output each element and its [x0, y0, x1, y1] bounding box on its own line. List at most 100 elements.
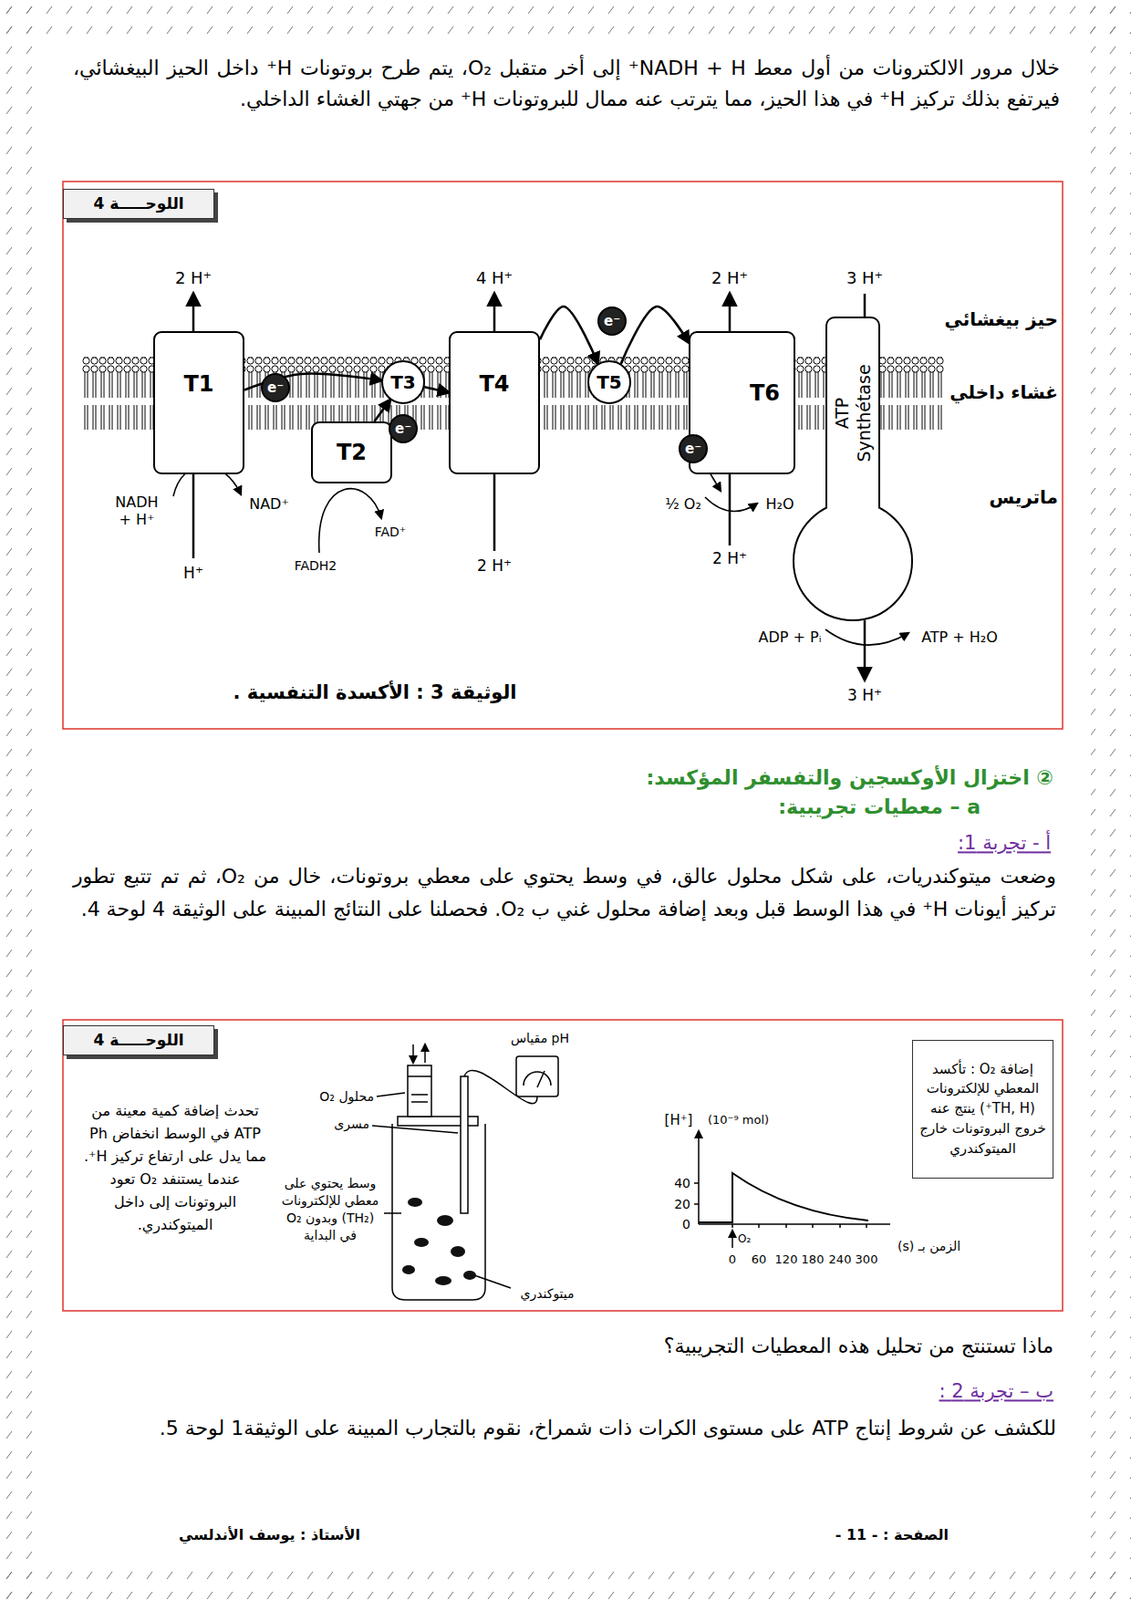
page-border-part — [0, 0, 1131, 41]
page-border-part — [1090, 0, 1131, 1600]
graph-axes-part — [694, 1182, 699, 1184]
note-box: إضافة O₂ : تأكسد المعطي للإلكترونات (TH,… — [912, 1039, 1054, 1179]
axis-title: [H⁺] — [664, 1111, 694, 1129]
atp-synthase: ATP Synthétase — [825, 316, 881, 509]
reaction-arrow-part — [825, 629, 909, 645]
note-text: تحدث إضافة كمية معينة من ATP في الوسط ان… — [78, 1099, 272, 1236]
plate-frame-part — [62, 1019, 1063, 1311]
plate-frame-part — [62, 181, 1063, 729]
node-text: T1 — [183, 371, 214, 398]
product-label: ATP + H₂O — [921, 628, 998, 646]
experiment-apparatus — [372, 1044, 559, 1300]
section-heading: ② اختزال الأوكسجين والتفسفر المؤكسد: — [645, 766, 1054, 790]
plate-label: اللوحـــــة 4 — [62, 188, 215, 219]
graph-axes-part — [694, 1203, 699, 1205]
page-border-part — [0, 1559, 1131, 1600]
electron-marker: e⁻ — [388, 414, 418, 444]
tick-label: 40 — [674, 1175, 691, 1192]
proton-label: 2 H⁺ — [477, 556, 512, 575]
node-text: اللوحـــــة 4 — [93, 1030, 184, 1049]
experiment-apparatus-part — [412, 1044, 415, 1063]
node-text: e⁻ — [603, 312, 621, 330]
proton-arrow — [193, 293, 865, 680]
page-border-part — [0, 0, 41, 1600]
proton-arrow-part — [863, 293, 867, 320]
graph-axes-part — [698, 1223, 891, 1225]
paragraph: وضعت ميتوكندريات، على شكل محلول عالق، في… — [72, 860, 1057, 926]
node-text: e⁻ — [267, 379, 284, 396]
node-text: T6 — [749, 380, 780, 407]
reaction-arrow-part — [319, 488, 382, 553]
node-text: ATP Synthétase — [830, 353, 875, 473]
graph-axes-part — [839, 1224, 841, 1228]
product-label: FAD⁺ — [374, 524, 407, 540]
protein-complex: T4 — [448, 331, 540, 475]
mitochondrion-part — [407, 1197, 423, 1207]
mitochondrion-part — [402, 1265, 416, 1275]
reaction-arrow-part — [705, 497, 758, 512]
tick-label: 240 — [829, 1252, 852, 1267]
reactant-label: FADH2 — [294, 558, 338, 574]
proton-label: 3 H⁺ — [846, 268, 883, 289]
atp-synthase-head-part — [793, 501, 913, 621]
proton-label: 4 H⁺ — [476, 268, 513, 289]
graph-axes-part — [731, 1230, 734, 1248]
tick-label: 180 — [801, 1252, 825, 1267]
experiment-apparatus-part — [464, 1069, 538, 1103]
graph-curve — [698, 1172, 869, 1223]
mitochondrion-part — [463, 1270, 477, 1280]
node-text: T4 — [478, 371, 509, 398]
electron-marker: e⁻ — [260, 373, 291, 403]
experiment-heading: ب – تجربة 2 : — [938, 1380, 1054, 1403]
electron-marker: e⁻ — [597, 306, 627, 336]
graph-axes-part — [697, 1131, 700, 1225]
product-label: NAD⁺ — [249, 495, 290, 513]
apparatus-label: وسط يحتوي على معطي للإلكترونات (TH₂) وبد… — [279, 1174, 382, 1245]
atp-synthase-head — [793, 501, 913, 621]
mitochondrion-part — [450, 1245, 466, 1257]
node-text: اللوحـــــة 4 — [93, 194, 184, 213]
tick-label: 120 — [775, 1252, 799, 1267]
plate-frame — [62, 181, 1063, 1311]
apparatus-label: مقياس pH — [510, 1030, 570, 1047]
experiment-apparatus-part — [516, 1056, 559, 1097]
experiment-apparatus-part — [411, 1093, 428, 1096]
proton-label: 2 H⁺ — [712, 549, 748, 568]
mitochondrion — [402, 1197, 477, 1286]
node-text: T2 — [336, 439, 367, 467]
graph-axes-part — [785, 1224, 788, 1228]
protein-complex: T1 — [153, 331, 245, 475]
tick-label: 20 — [674, 1196, 691, 1213]
experiment-apparatus-part — [523, 1071, 551, 1086]
experiment-apparatus-part — [372, 1125, 458, 1133]
reactant-label: NADH + H⁺ — [108, 493, 166, 529]
paragraph: خلال مرور الالكترونات من أول معط NADH + … — [72, 52, 1060, 115]
proton-label: 3 H⁺ — [847, 685, 882, 705]
event-label: O₂ — [737, 1232, 751, 1246]
apparatus-label: ميتوكندري — [519, 1286, 574, 1302]
node-text: e⁻ — [394, 420, 412, 437]
tick-label: 0 — [682, 1216, 691, 1233]
mitochondrion-part — [436, 1214, 454, 1226]
apparatus-label: محلول O₂ — [319, 1089, 374, 1105]
electron-flow-arrow — [424, 386, 449, 393]
electron-flow-arrow — [621, 306, 689, 364]
node-text: إضافة O₂ : تأكسد المعطي للإلكترونات (TH,… — [918, 1059, 1048, 1160]
author: الأستاذ : يوسف الأندلسي — [178, 1525, 361, 1544]
carrier-circle: T5 — [587, 360, 632, 405]
mitochondrion-part — [435, 1276, 452, 1286]
node-text: T5 — [596, 371, 623, 394]
tick-label: 0 — [728, 1252, 737, 1267]
electron-flow-arrow — [373, 399, 390, 422]
experiment-apparatus-part — [474, 1275, 511, 1288]
graph-axes — [694, 1131, 891, 1248]
proton-label: 2 H⁺ — [175, 268, 212, 289]
mitochondrion-part — [414, 1237, 429, 1247]
node-text: e⁻ — [684, 440, 702, 457]
plate-label: اللوحـــــة 4 — [62, 1025, 215, 1056]
question: ماذا تستنتج من تحليل هذه المعطيات التجري… — [664, 1334, 1054, 1359]
proton-label: H⁺ — [183, 563, 204, 582]
